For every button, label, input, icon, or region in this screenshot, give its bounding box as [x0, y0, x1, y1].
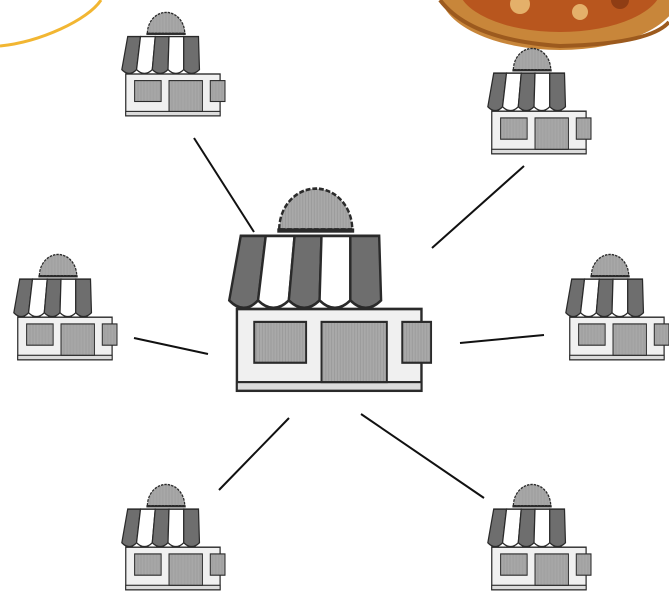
branch-store-left-icon — [14, 254, 117, 359]
connector-bottom-left — [219, 418, 289, 490]
connector-bottom-right — [361, 414, 484, 498]
pizza-photo-icon — [440, 0, 669, 50]
branch-store-right-icon — [566, 254, 669, 359]
branch-store-top-right-icon — [488, 48, 591, 153]
branch-store-bottom-left-icon — [122, 484, 225, 589]
branch-store-bottom-right-icon — [488, 484, 591, 589]
hub-store-icon — [229, 189, 431, 391]
connector-top-right — [432, 166, 524, 248]
connector-right — [460, 335, 544, 343]
connector-top-left — [194, 138, 254, 232]
orange-arc-icon — [0, 0, 101, 46]
branch-store-top-left-icon — [122, 12, 225, 115]
connector-left — [134, 338, 208, 354]
